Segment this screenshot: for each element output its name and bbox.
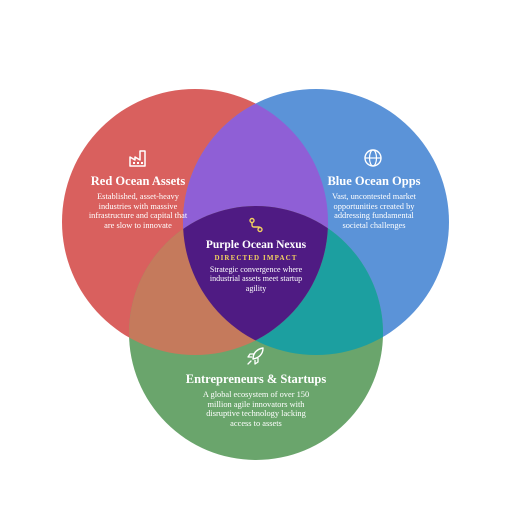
- blue-ocean-title: Blue Ocean Opps: [327, 174, 421, 188]
- startups-description: A global ecosystem of over 150 million a…: [202, 390, 310, 428]
- startups-title: Entrepreneurs & Startups: [185, 372, 327, 386]
- red-ocean-title: Red Ocean Assets: [90, 174, 186, 188]
- globe-icon: [364, 149, 382, 167]
- nexus-title: Purple Ocean Nexus: [205, 239, 307, 251]
- red-ocean-description: Established, asset-heavy industries with…: [88, 192, 188, 230]
- rocket-icon: [247, 347, 264, 365]
- nexus-subtitle: DIRECTED IMPACT: [214, 254, 298, 262]
- route-icon: [249, 217, 263, 233]
- blue-ocean-description: Vast, uncontested market opportunities c…: [332, 192, 416, 230]
- nexus-description: Strategic convergence where industrial a…: [209, 265, 303, 293]
- factory-icon: [129, 150, 146, 167]
